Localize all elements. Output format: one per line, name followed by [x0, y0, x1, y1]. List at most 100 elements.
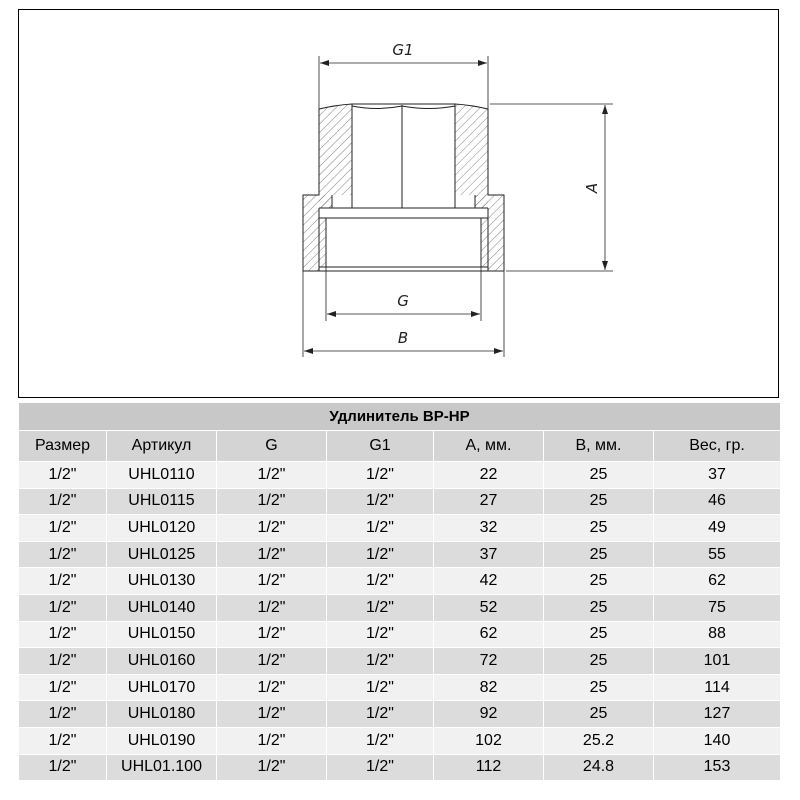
cell-article: UHL0150 — [106, 620, 217, 649]
dim-label-g1: G1 — [392, 41, 413, 59]
cell-weight: 75 — [652, 593, 782, 622]
cell-g1: 1/2" — [326, 567, 434, 595]
technical-drawing: G1 A G B — [18, 9, 779, 398]
cell-size: 1/2" — [18, 514, 107, 542]
cell-a: 102 — [433, 726, 544, 755]
cell-a: 62 — [433, 620, 544, 649]
cell-b: 25.2 — [543, 726, 654, 755]
cell-a: 27 — [433, 487, 544, 516]
cell-b: 25 — [543, 487, 654, 516]
cell-a: 92 — [433, 700, 544, 728]
cell-weight: 101 — [652, 647, 782, 675]
cell-weight: 114 — [652, 673, 782, 702]
cell-article: UHL0160 — [106, 647, 217, 675]
cell-g1: 1/2" — [326, 514, 434, 542]
column-header-size: Размер — [18, 430, 107, 462]
cell-a: 42 — [433, 567, 544, 595]
cell-weight: 140 — [652, 726, 782, 755]
cell-article: UHL0125 — [106, 540, 217, 569]
column-header-a: А, мм. — [433, 430, 544, 462]
cell-article: UHL0110 — [106, 461, 217, 489]
spec-table: Удлинитель ВР-НР Размер Артикул G G1 А, … — [17, 402, 782, 782]
cell-a: 72 — [433, 647, 544, 675]
column-header-g1: G1 — [326, 430, 434, 462]
cell-size: 1/2" — [18, 753, 107, 782]
cell-g1: 1/2" — [326, 540, 434, 569]
cell-b: 25 — [543, 673, 654, 702]
cell-g: 1/2" — [216, 514, 327, 542]
cell-weight: 55 — [652, 540, 782, 569]
dim-label-a: A — [583, 183, 601, 194]
cell-a: 112 — [433, 753, 544, 782]
cell-weight: 62 — [652, 567, 782, 595]
cell-g: 1/2" — [216, 673, 327, 702]
cell-b: 25 — [543, 567, 654, 595]
cell-g1: 1/2" — [326, 461, 434, 489]
cell-article: UHL0180 — [106, 700, 217, 728]
cell-g: 1/2" — [216, 753, 327, 782]
cell-g1: 1/2" — [326, 487, 434, 516]
column-header-weight: Вес, гр. — [652, 430, 782, 462]
cell-size: 1/2" — [18, 620, 107, 649]
cell-g: 1/2" — [216, 540, 327, 569]
extension-fitting-drawing: G1 A G B — [302, 41, 613, 357]
cell-g: 1/2" — [216, 461, 327, 489]
cell-article: UHL01.100 — [106, 753, 217, 782]
cell-g: 1/2" — [216, 726, 327, 755]
cell-g: 1/2" — [216, 567, 327, 595]
table-header-row: Размер Артикул G G1 А, мм. В, мм. Вес, г… — [18, 430, 782, 462]
cell-article: UHL0130 — [106, 567, 217, 595]
cell-size: 1/2" — [18, 540, 107, 569]
cell-weight: 153 — [652, 753, 782, 782]
cell-b: 25 — [543, 461, 654, 489]
fitting-section — [302, 103, 505, 272]
cell-a: 52 — [433, 593, 544, 622]
cell-size: 1/2" — [18, 593, 107, 622]
cell-size: 1/2" — [18, 673, 107, 702]
cell-size: 1/2" — [18, 567, 107, 595]
cell-g: 1/2" — [216, 620, 327, 649]
cell-g1: 1/2" — [326, 673, 434, 702]
cell-article: UHL0170 — [106, 673, 217, 702]
cell-g1: 1/2" — [326, 647, 434, 675]
column-header-article: Артикул — [106, 430, 217, 462]
cell-g1: 1/2" — [326, 726, 434, 755]
cell-b: 25 — [543, 700, 654, 728]
cell-a: 32 — [433, 514, 544, 542]
cell-a: 22 — [433, 461, 544, 489]
column-header-g: G — [216, 430, 327, 462]
dim-label-b: B — [398, 329, 408, 347]
cell-b: 25 — [543, 647, 654, 675]
cell-b: 25 — [543, 593, 654, 622]
cell-g1: 1/2" — [326, 593, 434, 622]
cell-article: UHL0190 — [106, 726, 217, 755]
cell-b: 24.8 — [543, 753, 654, 782]
table-title-row: Удлинитель ВР-НР — [17, 402, 782, 431]
cell-b: 25 — [543, 540, 654, 569]
cell-a: 37 — [433, 540, 544, 569]
cell-g: 1/2" — [216, 647, 327, 675]
cell-b: 25 — [543, 620, 654, 649]
cell-article: UHL0115 — [106, 487, 217, 516]
cell-g: 1/2" — [216, 700, 327, 728]
cell-size: 1/2" — [18, 461, 107, 489]
cell-size: 1/2" — [18, 700, 107, 728]
cell-g1: 1/2" — [326, 753, 434, 782]
cell-weight: 88 — [652, 620, 782, 649]
cell-a: 82 — [433, 673, 544, 702]
column-header-b: В, мм. — [543, 430, 654, 462]
cell-weight: 49 — [652, 514, 782, 542]
cell-weight: 37 — [652, 461, 782, 489]
table-title: Удлинитель ВР-НР — [17, 402, 782, 431]
